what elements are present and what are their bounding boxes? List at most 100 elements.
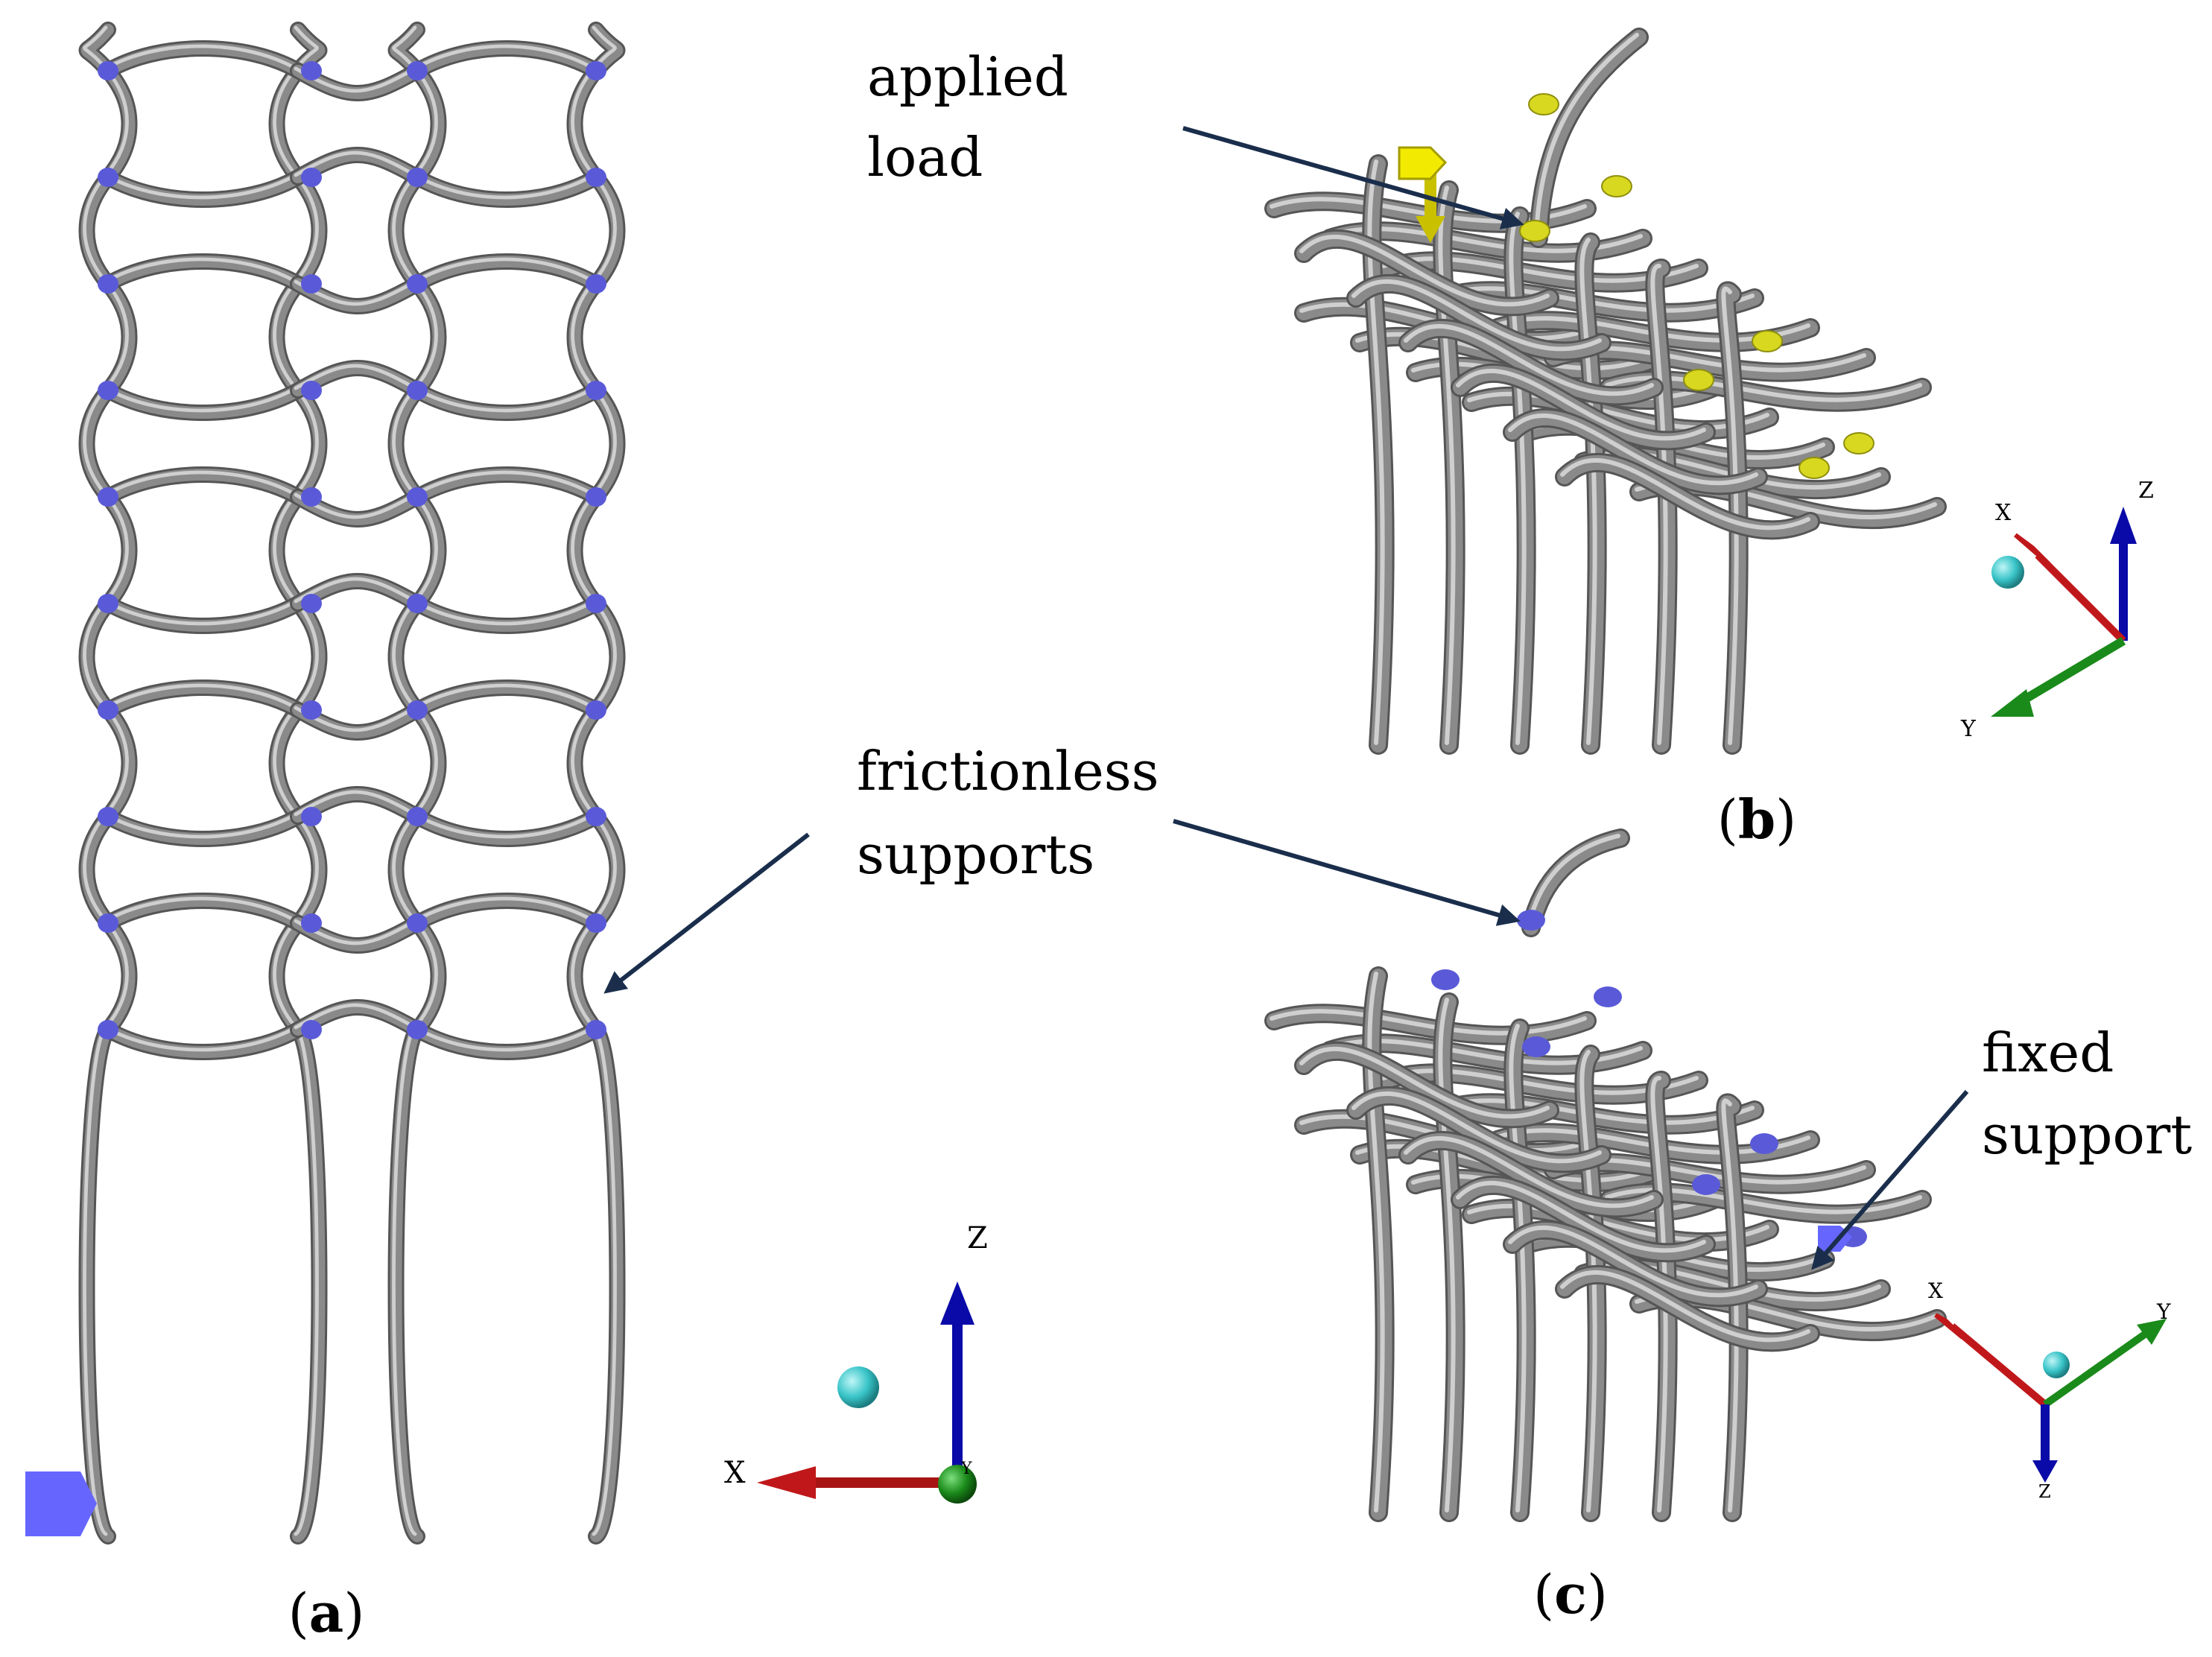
frictionless-support-marker [407,487,428,507]
frictionless-support-marker [301,1020,322,1039]
panel-a-support-markers [98,61,606,1039]
b-x-label: X [1995,500,2012,526]
frictionless-support-marker [586,913,606,933]
frictionless-support-marker [1692,1174,1720,1195]
frictionless-support-marker [586,381,606,400]
applied-load-marker [1752,330,1783,352]
frictionless-line1: frictionless [857,740,1159,802]
frictionless-support-marker [407,700,428,720]
frictionless-support-marker [98,487,118,507]
panel-c-lattice [1264,828,1947,1522]
frictionless-support-marker [98,61,118,80]
annotation-fixed-support: fixed support [1811,1021,2192,1270]
frictionless-support-marker [98,168,118,187]
frictionless-support-marker [301,700,322,720]
frictionless-support-marker [301,594,322,613]
c-x-label: X [1928,1279,1943,1303]
frictionless-support-marker [407,1020,428,1039]
frictionless-support-marker [98,1020,118,1039]
frictionless-support-marker [407,594,428,613]
applied-load-line1: applied [867,45,1068,108]
applied-load-marker [1519,220,1550,242]
frictionless-support-marker [586,168,606,187]
frictionless-support-marker [407,913,428,933]
frictionless-support-marker [586,807,606,826]
fixed-support-arrow [1811,1090,1969,1270]
frictionless-support-marker [1517,910,1545,931]
frictionless-support-marker [301,274,322,294]
applied-load-arrow [1182,126,1524,229]
frictionless-support-marker [98,913,118,933]
c-z-label: Z [2038,1481,2051,1502]
c-y-label: Y [2156,1299,2171,1324]
panel-a-lattice [78,22,626,1544]
panel-b-lattice [1264,28,1947,755]
frictionless-support-marker [98,381,118,400]
frictionless-support-marker [98,700,118,720]
annotation-frictionless-supports: frictionless supports [603,740,1521,994]
origin-sphere [837,1366,879,1408]
fixed-support-marker-a [25,1471,97,1536]
frictionless-support-marker [407,168,428,187]
svg-text:(a): (a) [288,1581,365,1644]
applied-load-marker [1799,457,1830,479]
annotation-applied-load: applied load [867,45,1524,229]
frictionless-support-marker [407,61,428,80]
frictionless-support-marker [586,487,606,507]
frictionless-support-marker [586,274,606,294]
x-axis-arrowhead [757,1466,816,1499]
frictionless-support-marker [407,381,428,400]
frictionless-support-marker [407,807,428,826]
frictionless-arrow-c [1173,819,1521,926]
frictionless-support-marker [1594,986,1622,1007]
applied-load-marker [1843,432,1875,454]
frictionless-support-marker [98,807,118,826]
frictionless-line2: supports [857,823,1094,886]
frictionless-support-marker [586,61,606,80]
y-axis-label: Y [960,1460,972,1478]
panel-c-support-markers [1431,910,1867,1247]
panel-label-a-letter: a [309,1581,344,1644]
fixed-support-line1: fixed [1982,1021,2114,1084]
frictionless-support-marker [301,487,322,507]
panel-label-a-close: ) [343,1582,364,1644]
applied-load-marker [1683,369,1714,391]
panel-label-a-open: ( [288,1582,309,1644]
axis-triad-a: Z X Y [724,1221,988,1504]
panel-label-c-letter: c [1554,1562,1587,1626]
frictionless-support-marker [301,381,322,400]
b-y-label: Y [1960,716,1977,742]
fixed-support-line2: support [1982,1103,2192,1166]
frictionless-support-marker [301,168,322,187]
frictionless-support-marker [586,1020,606,1039]
frictionless-support-marker [301,807,322,826]
frictionless-arrow-a [603,832,810,994]
applied-load-line2: load [867,126,983,188]
frictionless-support-marker [1431,969,1460,990]
applied-load-marker [1601,175,1632,197]
frictionless-support-marker [586,594,606,613]
panel-label-b-letter: b [1738,788,1775,851]
z-axis-arrowhead [940,1281,975,1325]
frictionless-support-marker [301,913,322,933]
frictionless-support-marker [407,274,428,294]
frictionless-support-marker [1522,1036,1550,1057]
panel-b-load-markers [1519,93,1875,479]
b-z-label: Z [2138,478,2154,504]
frictionless-support-marker [301,61,322,80]
y-axis-sphere [938,1465,977,1504]
panel-label-b: (b) [1717,788,1797,851]
axis-triad-b: Z X Y [1960,478,2154,742]
svg-text:(c): (c) [1533,1562,1608,1626]
applied-load-marker [1528,93,1559,115]
x-axis-label: X [724,1456,746,1490]
axis-triad-c: X Y Z [1928,1279,2171,1502]
frictionless-support-marker [98,274,118,294]
frictionless-support-marker [586,700,606,720]
panel-label-a: (a) [288,1581,365,1644]
z-axis-label: Z [967,1221,988,1255]
panel-label-c: (c) [1533,1562,1608,1626]
frictionless-support-marker [98,594,118,613]
svg-text:(b): (b) [1717,788,1797,851]
